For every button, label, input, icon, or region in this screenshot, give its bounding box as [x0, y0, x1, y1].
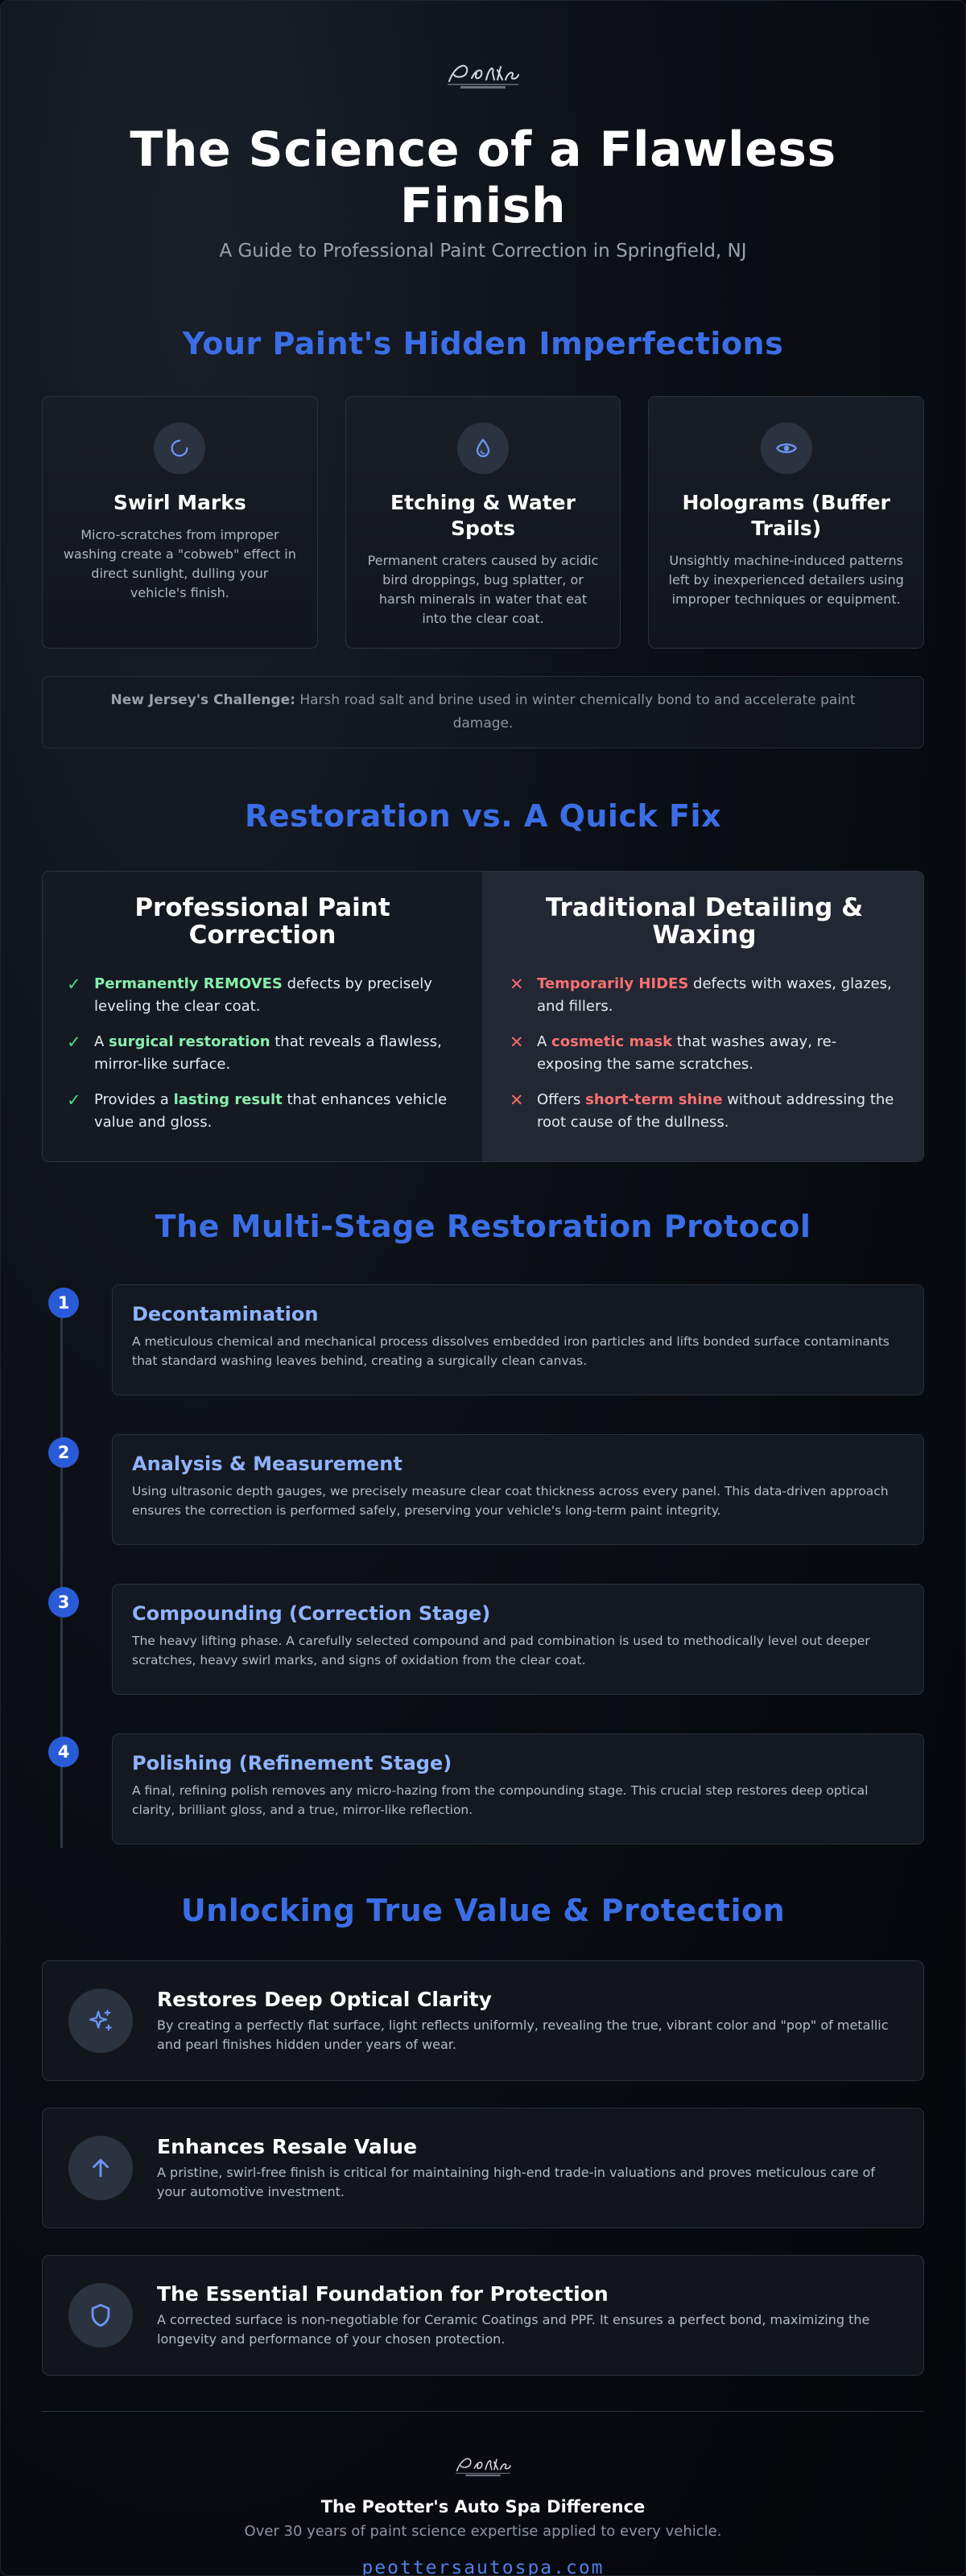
page-title: The Science of a Flawless Finish: [130, 122, 836, 234]
imperfection-card: Holograms (Buffer Trails) Unsightly mach…: [648, 396, 925, 649]
footer-logo: [42, 2452, 924, 2479]
footer-subtitle: Over 30 years of paint science expertise…: [244, 2523, 722, 2540]
card-title: Swirl Marks: [113, 491, 246, 514]
step-title: Polishing (Refinement Stage): [132, 1752, 452, 1774]
step-card: Polishing (Refinement Stage) A final, re…: [112, 1733, 924, 1844]
step-card: Decontamination A meticulous chemical an…: [112, 1284, 924, 1395]
x-icon: ✕: [510, 1090, 524, 1110]
check-icon: ✓: [67, 1090, 81, 1110]
shield-icon: [68, 2283, 133, 2347]
footer-divider: [42, 2411, 924, 2412]
step-text: A meticulous chemical and mechanical pro…: [132, 1334, 890, 1368]
check-icon: ✓: [67, 975, 81, 994]
x-icon: ✕: [510, 1032, 524, 1052]
protocol-timeline: 1 Decontamination A meticulous chemical …: [42, 1284, 924, 1848]
nj-challenge-text: Harsh road salt and brine used in winter…: [295, 692, 856, 732]
step-number: 1: [48, 1288, 79, 1318]
x-icon: ✕: [510, 975, 524, 994]
value-title: Unlocking True Value & Protection: [180, 1893, 786, 1928]
comparison-item: ✓Permanently REMOVES defects by precisel…: [67, 975, 432, 1015]
professional-column: Professional Paint Correction ✓ Permanent…: [43, 872, 482, 1161]
footer-title: The Peotter's Auto Spa Difference: [320, 2497, 646, 2516]
highlight-text: lasting result: [173, 1091, 283, 1108]
step-title: Analysis & Measurement: [132, 1453, 402, 1475]
imperfection-card: Swirl Marks Micro-scratches from imprope…: [42, 396, 318, 649]
protocol-step: 4 Polishing (Refinement Stage) A final, …: [42, 1733, 924, 1844]
step-text: The heavy lifting phase. A carefully sel…: [132, 1634, 870, 1667]
value-list: Restores Deep Optical Clarity By creatin…: [42, 1960, 924, 2376]
comparison-table: Professional Paint Correction ✓ Permanent…: [42, 871, 924, 1162]
step-number: 4: [48, 1737, 79, 1767]
value-title: Restores Deep Optical Clarity: [157, 1987, 492, 2011]
card-title: Holograms (Buffer Trails): [682, 491, 890, 540]
step-title: Decontamination: [132, 1303, 319, 1325]
step-text: Using ultrasonic depth gauges, we precis…: [132, 1484, 889, 1518]
arrow-up-icon: [68, 2136, 133, 2200]
value-card: The Essential Foundation for Protection …: [42, 2255, 924, 2376]
imperfection-card: Etching & Water Spots Permanent craters …: [345, 396, 621, 649]
card-title: Etching & Water Spots: [390, 491, 576, 540]
highlight-text: Permanently REMOVES: [94, 975, 283, 992]
step-card: Compounding (Correction Stage) The heavy…: [112, 1584, 924, 1695]
value-text: A pristine, swirl-free finish is critica…: [157, 2164, 875, 2199]
check-icon: ✓: [67, 1032, 81, 1052]
value-title: The Essential Foundation for Protection: [157, 2281, 609, 2306]
timeline-line: [60, 1292, 63, 1848]
traditional-column: Traditional Detailing & Waxing ✕ Temporar…: [482, 872, 923, 1161]
value-text: By creating a perfectly flat surface, li…: [157, 2017, 889, 2052]
comparison-item: ✕Temporarily HIDES defects with waxes, g…: [510, 975, 892, 1015]
imperfections-title: Your Paint's Hidden Imperfections: [182, 326, 784, 361]
step-card: Analysis & Measurement Using ultrasonic …: [112, 1434, 924, 1545]
value-text: A corrected surface is non-negotiable fo…: [157, 2311, 870, 2347]
eye-icon: [760, 422, 812, 474]
step-title: Compounding (Correction Stage): [132, 1602, 491, 1625]
protocol-step: 2 Analysis & Measurement Using ultrasoni…: [42, 1434, 924, 1545]
comparison-item: ✕A cosmetic mask that washes away, re-ex…: [510, 1032, 837, 1073]
sparkle-icon: [68, 1989, 133, 2053]
step-text: A final, refining polish removes any mic…: [132, 1783, 869, 1817]
card-text: Unsightly machine-induced patterns left …: [668, 553, 904, 607]
protocol-step: 1 Decontamination A meticulous chemical …: [42, 1284, 924, 1395]
step-number: 2: [48, 1437, 79, 1468]
protocol-title: The Multi-Stage Restoration Protocol: [155, 1209, 811, 1244]
imperfections-cards: Swirl Marks Micro-scratches from imprope…: [42, 396, 925, 649]
highlight-text: surgical restoration: [109, 1033, 270, 1050]
professional-heading: Professional Paint Correction: [134, 893, 390, 950]
website-link[interactable]: peottersautospa.com: [361, 2557, 605, 2576]
comparison-item: ✕Offers short-term shine without address…: [510, 1090, 894, 1131]
traditional-heading: Traditional Detailing & Waxing: [545, 893, 864, 950]
comparison-item: ✓A surgical restoration that reveals a f…: [67, 1032, 442, 1073]
highlight-text: Temporarily HIDES: [537, 975, 689, 992]
swirl-icon: [154, 422, 206, 474]
brand-logo: [42, 1, 924, 93]
protocol-step: 3 Compounding (Correction Stage) The hea…: [42, 1584, 924, 1695]
highlight-text: cosmetic mask: [551, 1033, 673, 1050]
step-number: 3: [48, 1587, 79, 1618]
value-title: Enhances Resale Value: [157, 2134, 418, 2158]
comparison-title: Restoration vs. A Quick Fix: [245, 798, 721, 834]
highlight-text: short-term shine: [585, 1091, 723, 1108]
droplet-icon: [457, 422, 509, 474]
page-subtitle: A Guide to Professional Paint Correction…: [219, 241, 747, 262]
comparison-item: ✓Provides a lasting result that enhances…: [67, 1090, 448, 1131]
value-card: Restores Deep Optical Clarity By creatin…: [42, 1960, 924, 2081]
nj-challenge-note: New Jersey's Challenge: Harsh road salt …: [42, 676, 924, 748]
value-card: Enhances Resale Value A pristine, swirl-…: [42, 2108, 924, 2228]
card-text: Permanent craters caused by acidic bird …: [367, 553, 599, 626]
nj-challenge-label: New Jersey's Challenge:: [110, 692, 295, 708]
card-text: Micro-scratches from improper washing cr…: [63, 527, 296, 600]
